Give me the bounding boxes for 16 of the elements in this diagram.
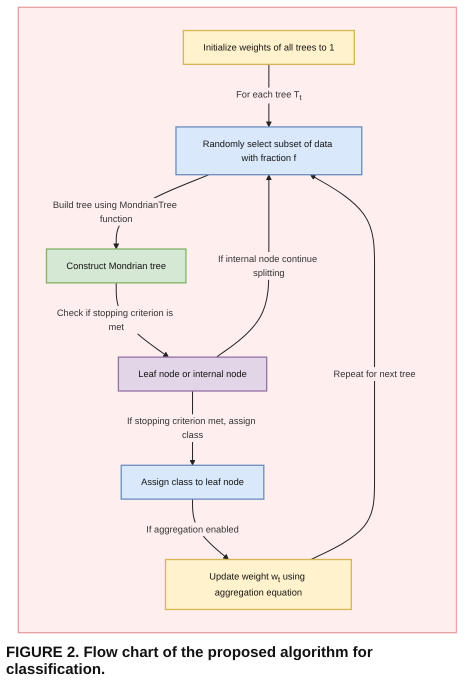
- edge-label: For each tree T$_{t}$: [236, 88, 302, 102]
- node-box: Update weight w$_{t}$ using aggregation equation: [164, 558, 352, 610]
- edge-label: Build tree using MondrianTree function: [52, 199, 177, 224]
- figure-caption: FIGURE 2. Flow chart of the proposed algorithm for classification.: [6, 644, 374, 678]
- node-box: Leaf node or internal node: [117, 356, 267, 392]
- edge-label: Repeat for next tree: [333, 368, 416, 380]
- node-box: Construct Mondrian tree: [45, 248, 186, 284]
- edge-label: Check if stopping criterion is met: [56, 307, 173, 332]
- edge-label: If internal node continue splitting: [218, 253, 317, 278]
- node-box: Initialize weights of all trees to 1: [182, 30, 355, 66]
- node-box: Randomly select subset of data with fraction f: [174, 126, 362, 176]
- cluster: [17, 6, 457, 634]
- arrow: [310, 174, 375, 560]
- node-box: Assign class to leaf node: [120, 464, 264, 500]
- edge-label: If aggregation enabled: [146, 524, 238, 534]
- edge-label: If stopping criterion met, assign class: [126, 416, 256, 440]
